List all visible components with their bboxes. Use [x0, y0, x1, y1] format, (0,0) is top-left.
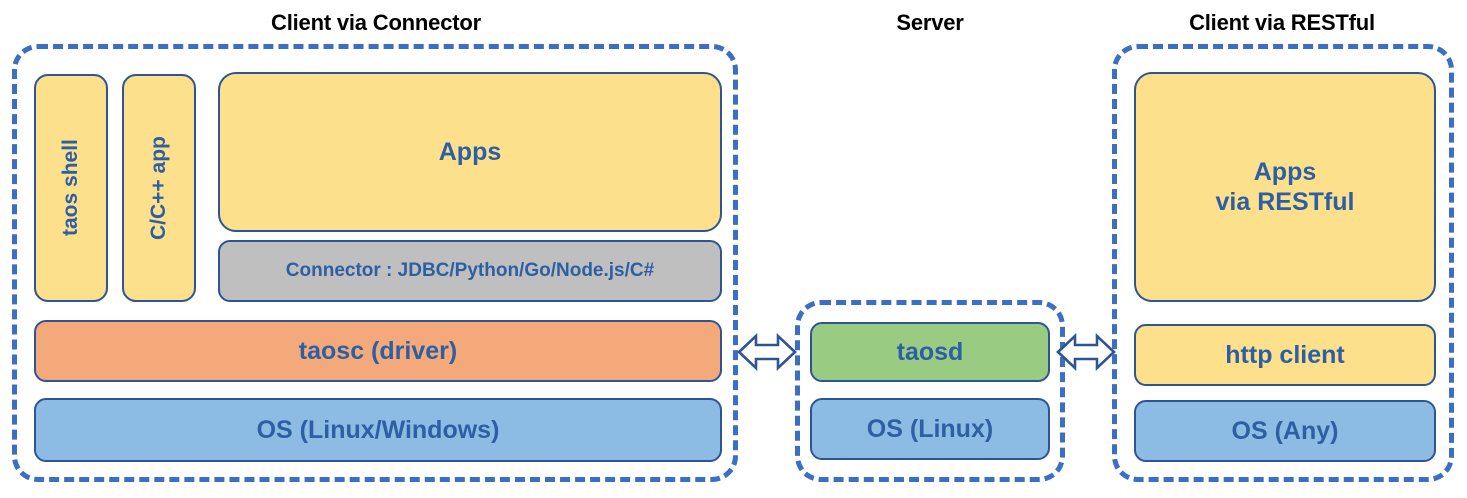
- box-apps[interactable]: Apps: [218, 72, 722, 232]
- group-server: [795, 300, 1065, 482]
- bidirectional-arrow-right: [1055, 330, 1117, 374]
- box-apps-via-restful-line2: via RESTful: [1215, 188, 1355, 216]
- box-http-client[interactable]: http client: [1134, 324, 1436, 386]
- box-apps-via-restful[interactable]: Apps via RESTful: [1134, 72, 1436, 302]
- box-taos-shell[interactable]: taos shell: [34, 74, 108, 302]
- box-os-linux[interactable]: OS (Linux): [810, 398, 1050, 460]
- bidirectional-arrow-left: [736, 330, 798, 374]
- box-connector-list[interactable]: Connector : JDBC/Python/Go/Node.js/C#: [218, 240, 722, 302]
- box-c-cpp-app[interactable]: C/C++ app: [122, 74, 196, 302]
- box-os-any[interactable]: OS (Any): [1134, 400, 1436, 462]
- caption-server: Server: [896, 10, 964, 35]
- box-taosd[interactable]: taosd: [810, 322, 1050, 382]
- group-client-via-restful: [1112, 44, 1454, 482]
- caption-client-via-restful: Client via RESTful: [1189, 10, 1375, 35]
- box-apps-via-restful-line1: Apps: [1253, 157, 1317, 186]
- group-client-via-connector: [12, 44, 738, 482]
- box-taosc-driver[interactable]: taosc (driver): [34, 320, 722, 382]
- box-os-linux-windows[interactable]: OS (Linux/Windows): [34, 398, 722, 462]
- caption-client-via-connector: Client via Connector: [271, 10, 481, 35]
